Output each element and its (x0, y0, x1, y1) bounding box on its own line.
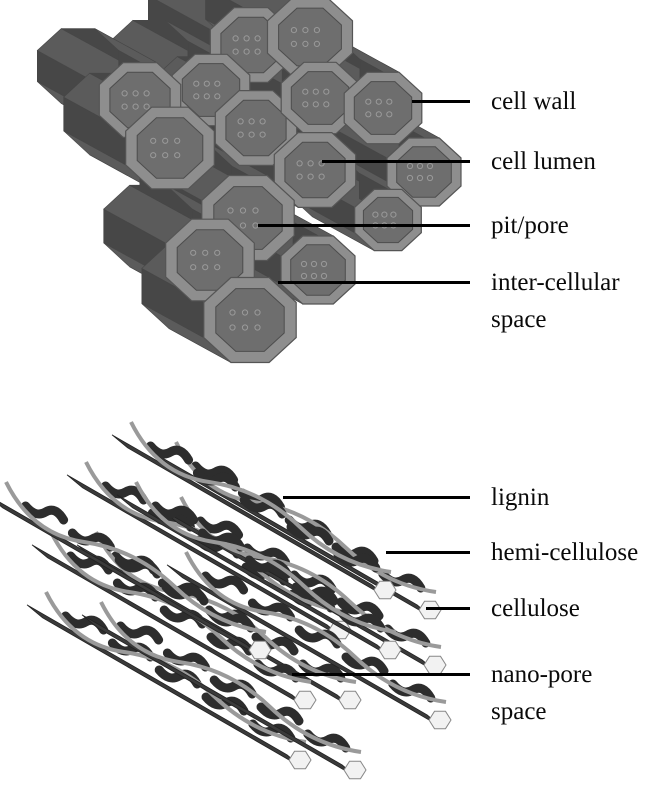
leader-line-lignin (283, 496, 470, 499)
label-nanopore-space: space (491, 697, 547, 727)
cell-lumen (291, 245, 346, 295)
leader-line-cell-wall (412, 100, 470, 103)
label-nanopore: nano-pore (491, 660, 592, 690)
cellulose-end-face (294, 691, 316, 708)
cell-lumen (354, 82, 411, 135)
cellulose-microfibril-illustration (0, 422, 451, 779)
label-hemicellulose: hemi-cellulose (491, 538, 638, 568)
cellulose-end-face (344, 761, 366, 778)
cell-lumen (397, 147, 452, 197)
cell-lumen (226, 100, 286, 155)
label-pit-pore: pit/pore (491, 211, 569, 241)
leader-line-cell-lumen (322, 160, 470, 163)
label-cell-lumen: cell lumen (491, 147, 596, 177)
leader-line-nanopore-space (292, 673, 470, 676)
cellulose-end-face (249, 641, 271, 658)
leader-line-pit-pore (258, 224, 470, 227)
cell-lumen (279, 8, 342, 66)
label-cellulose: cellulose (491, 594, 580, 624)
cellulose-end-face (379, 641, 401, 658)
leader-line-intercellular-space (278, 281, 470, 284)
cell-lumen (216, 289, 284, 352)
label-lignin: lignin (491, 483, 549, 513)
cellulose-end-face (339, 691, 361, 708)
label-cell-wall: cell wall (491, 87, 576, 117)
cellulose-end-face (424, 656, 446, 673)
cellulose-end-face (419, 601, 441, 618)
label-intercellular: inter-cellular (491, 268, 620, 298)
cellulose-end-face (429, 711, 451, 728)
wood-cells-illustration (37, 0, 461, 363)
cell-lumen (137, 118, 203, 178)
cell-lumen (363, 197, 412, 242)
label-intercellular-space: space (491, 305, 547, 335)
leader-line-hemicellulose (386, 551, 470, 554)
cell-lumen (291, 72, 348, 125)
leader-line-cellulose (426, 607, 470, 610)
cellulose-end-face (289, 751, 311, 768)
cell-lumen (285, 142, 345, 197)
cellulose-end-face (374, 581, 396, 598)
